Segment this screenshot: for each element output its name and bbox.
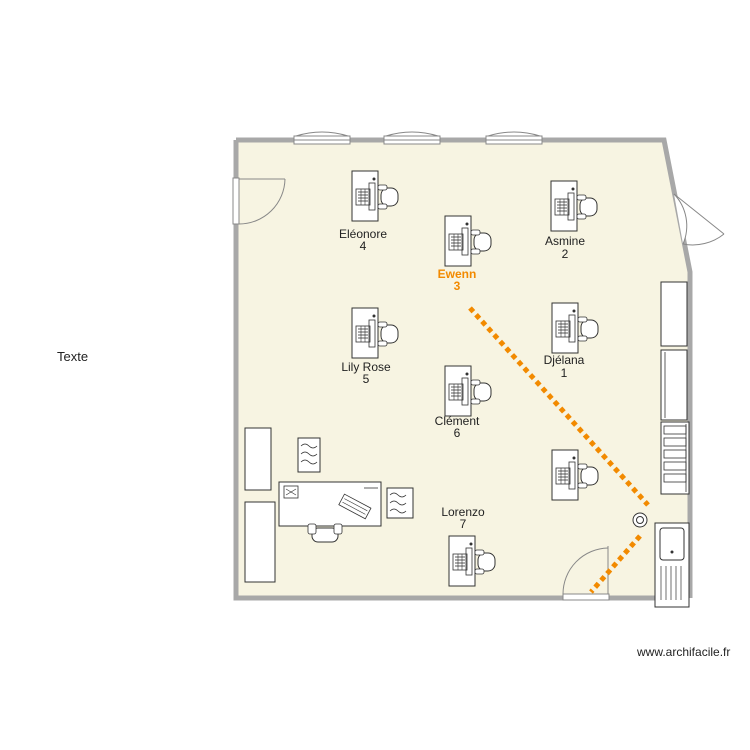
room-wall-left-bottom (233, 140, 656, 601)
student-name: Lily Rose (341, 360, 391, 374)
desk-number: 4 (360, 239, 367, 253)
window-icon (485, 131, 543, 145)
desk-number: 7 (460, 517, 467, 531)
door-icon[interactable] (673, 193, 725, 246)
window-icon (293, 131, 351, 145)
student-name: Djélana (544, 353, 585, 367)
student-name: Ewenn (438, 267, 477, 281)
desk-label-ewenn: Ewenn 3 (438, 267, 477, 293)
door-icon[interactable] (232, 177, 286, 225)
cabinet-icon (660, 281, 688, 347)
sink-icon (654, 522, 690, 608)
shelf-icon (660, 421, 690, 495)
desk-number: 5 (363, 372, 370, 386)
desk-label-lily-rose: Lily Rose 5 (341, 360, 391, 386)
free-text-label: Texte (57, 349, 89, 364)
student-name: Lorenzo (441, 505, 485, 519)
outlet-icon (632, 512, 648, 528)
desk-label-asmine: Asmine 2 (545, 234, 585, 261)
desk-number: 3 (454, 279, 461, 293)
radiator-icon (386, 487, 414, 519)
desk-number: 6 (454, 426, 461, 440)
teacher-desk (278, 481, 382, 543)
student-name: Asmine (545, 234, 585, 248)
student-name: Clément (435, 414, 480, 428)
desk-label-eleonore: Eléonore 4 (339, 227, 387, 253)
computer-icon (283, 485, 299, 499)
desk-label-lorenzo: Lorenzo 7 (441, 505, 485, 531)
desk-number: 1 (561, 366, 568, 380)
desk-label-clement: Clément 6 (435, 414, 480, 440)
cabinet-icon (244, 501, 276, 583)
radiator-icon (297, 437, 321, 473)
student-name: Eléonore (339, 227, 387, 241)
credit-link[interactable]: www.archifacile.fr (637, 645, 731, 659)
keyboard-icon (338, 493, 372, 520)
evacuation-path (468, 306, 650, 594)
window-icon (383, 131, 441, 145)
desk-number: 2 (562, 247, 569, 261)
cabinet-icon (244, 427, 272, 491)
cabinet-icon (660, 349, 688, 421)
desk-label-djelana: Djélana 1 (544, 353, 585, 380)
